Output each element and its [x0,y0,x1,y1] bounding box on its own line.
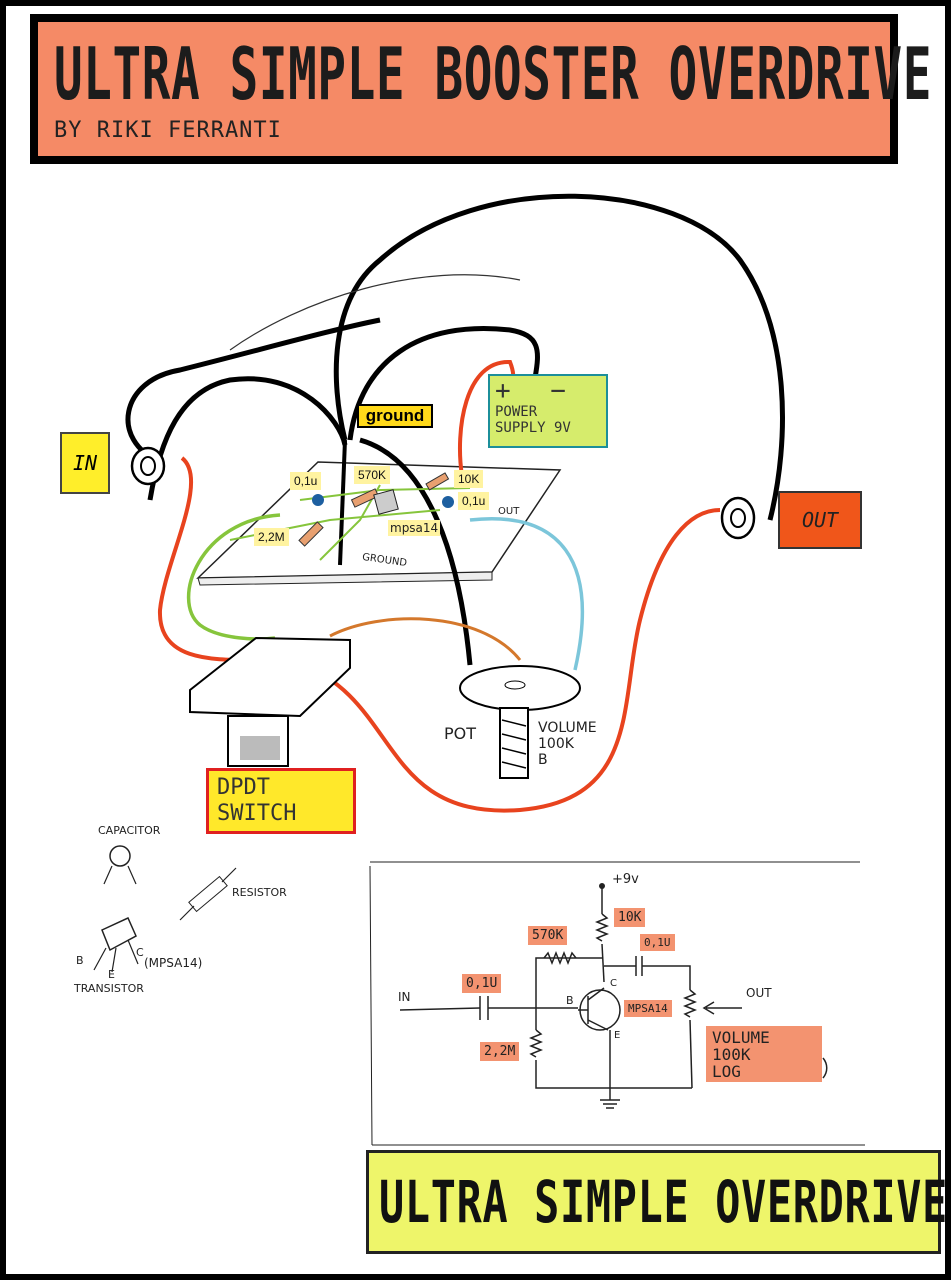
out-label: OUT [778,491,862,549]
schematic-vol-line3: LOG [712,1062,741,1081]
pot-shaft [499,707,529,779]
bottom-title: ULTRA SIMPLE OVERDRIVE [379,1168,948,1236]
schematic-vol-line2: 100K [712,1045,751,1064]
legend-transistor [101,917,137,952]
schematic-transistor: MPSA14 [624,1000,672,1017]
power-supply-label: + − POWER SUPPLY 9V [488,374,608,448]
wire-blue [469,517,584,671]
schematic-r22: 2,2M [480,1042,520,1061]
schematic-pin-b: B [566,994,574,1007]
board-cap2 [442,496,454,508]
board-label-transistor: mpsa14 [388,520,441,536]
board-res1 [350,488,380,508]
ground-label: ground [357,404,433,428]
board-label-cap2: 0,1u [458,492,490,510]
board-label-2m2: 2,2M [254,528,289,546]
legend-capacitor [109,845,131,867]
board-trace-green2 [299,487,471,501]
page-title: ULTRA SIMPLE BOOSTER OVERDRIVE [54,32,933,116]
bottom-banner: ULTRA SIMPLE OVERDRIVE [366,1150,947,1254]
wire-orange [329,617,522,661]
board-res2 [298,521,324,547]
pot-volume-line1: VOLUME [538,720,597,736]
legend-transistor-label: TRANSISTOR [74,982,144,995]
pot-label: POT [444,724,477,743]
schematic-circuit [399,888,828,1109]
legend-transistor-part: (MPSA14) [144,956,203,970]
wire-green [186,513,281,641]
wire-black-ground [333,193,785,521]
board-out-text: OUT [498,506,520,517]
board-label-cap1: 0,1u [290,472,322,490]
perfboard-edge [197,571,493,586]
board-label-10k: 10K [454,470,484,488]
schematic-c-out: 0,1U [640,934,675,951]
pot-volume-label: VOLUME 100K B [538,720,597,768]
schematic-volume-label: VOLUME 100K LOG [706,1026,822,1082]
power-line2: SUPPLY 9V [495,420,571,436]
legend-pin-b: B [76,954,84,967]
pot-volume-line2: 100K [538,736,574,752]
schematic-vol-line1: VOLUME [712,1028,770,1047]
dpdt-switch-body [189,636,351,718]
title-banner: ULTRA SIMPLE BOOSTER OVERDRIVE BY RIKI F… [30,14,931,164]
byline: BY RIKI FERRANTI [54,118,282,143]
wire-black-in2 [147,376,348,501]
power-line1: POWER [495,404,538,420]
schematic-frame [369,861,865,1146]
board-res3 [425,472,450,491]
legend-pin-c: C [136,946,144,959]
wire-thin-outline [229,274,521,351]
schematic-out: OUT [746,986,772,1000]
legend-capacitor-label: CAPACITOR [98,824,161,837]
schematic-r570: 570K [528,926,568,945]
wire-black-in [125,317,381,465]
board-cap1 [312,494,324,506]
schematic-c-in: 0,1U [462,974,502,993]
wire-black-psu [347,326,540,441]
wire-red-in [157,456,253,662]
wire-red-out [299,508,721,813]
dpdt-line2: SWITCH [217,801,297,826]
schematic-in: IN [398,990,411,1004]
board-label-570k: 570K [354,466,391,484]
dpdt-line1: DPDT [217,775,270,800]
legend-resistor-label: RESISTOR [232,886,287,899]
wire-black-board [338,439,347,566]
schematic-r10: 10K [614,908,646,927]
schematic-pin-e: E [614,1030,621,1041]
board-transistor [373,489,399,515]
schematic-pin-c: C [610,978,617,989]
pot-volume-line3: B [538,752,548,768]
dpdt-switch-label: DPDT SWITCH [206,768,356,834]
in-label: IN [60,432,110,494]
power-symbols: + − [495,376,578,406]
legend-pin-e: E [108,968,115,981]
schematic-supply: +9v [612,872,639,887]
legend-resistor [188,875,228,913]
